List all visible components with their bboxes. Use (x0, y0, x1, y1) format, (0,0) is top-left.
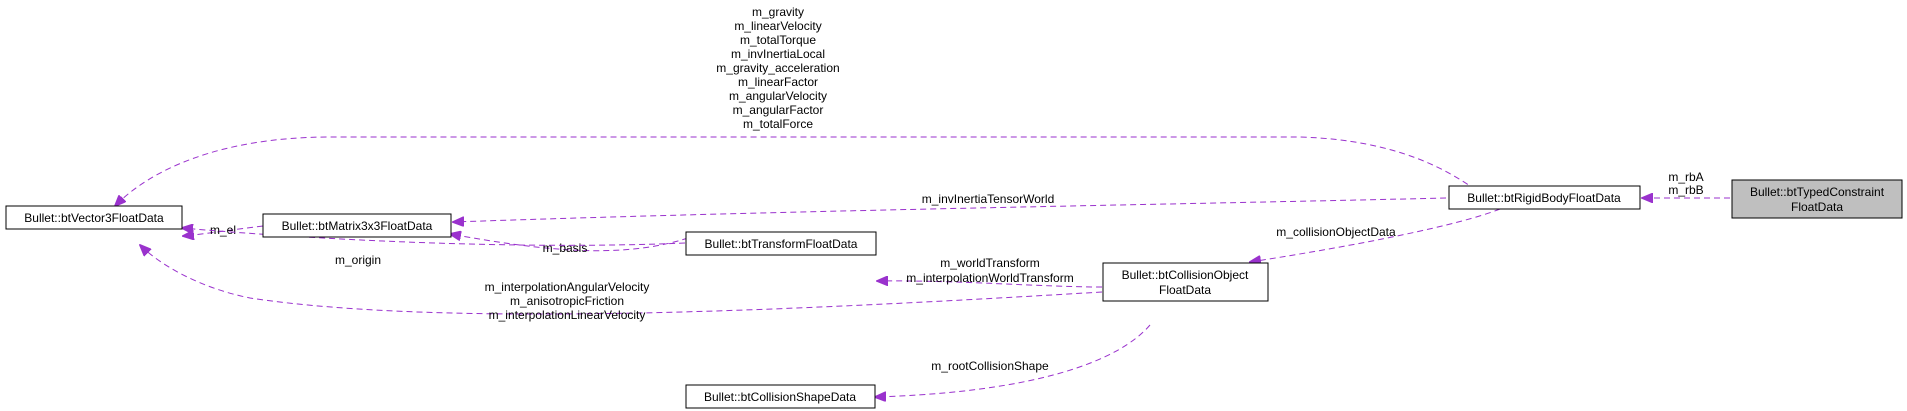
node-label-line2: FloatData (1159, 283, 1211, 297)
edge-rigid-to-vector3 (115, 136, 1477, 206)
edge-label-typed-rigid: m_rbA m_rbB (1668, 170, 1703, 197)
label-m-interpolationlinearvelocity: m_interpolationLinearVelocity (489, 308, 646, 322)
edge-transform-to-matrix3x3 (450, 234, 689, 252)
edge-collision-to-transform (877, 281, 1103, 288)
edge-matrix-to-vector3 (183, 225, 264, 236)
label-m-anisotropicfriction: m_anisotropicFriction (510, 294, 624, 308)
label-m-rbb: m_rbB (1668, 183, 1703, 197)
edge-label-rigid-vector3: m_gravity m_linearVelocity m_totalTorque… (716, 5, 839, 131)
label-m-worldtransform: m_worldTransform (940, 256, 1040, 270)
node-label: Bullet::btTransformFloatData (705, 237, 858, 251)
label-m-basis: m_basis (543, 241, 588, 255)
label-m-gravity-acceleration: m_gravity_acceleration (716, 61, 839, 75)
edge-rigid-to-collision (1250, 208, 1501, 262)
label-m-angularvelocity: m_angularVelocity (729, 89, 827, 103)
label-m-rba: m_rbA (1668, 170, 1703, 184)
node-btcollisionshapedata[interactable]: Bullet::btCollisionShapeData (685, 384, 876, 409)
node-bttransformfloatdata[interactable]: Bullet::btTransformFloatData (685, 231, 877, 256)
node-label-line2: FloatData (1791, 200, 1843, 214)
label-m-totalforce: m_totalForce (743, 117, 813, 131)
edge-collision-to-shape (875, 324, 1151, 397)
label-m-linearfactor: m_linearFactor (738, 75, 818, 89)
node-label: Bullet::btCollisionShapeData (704, 390, 856, 404)
label-m-invinertialocal: m_invInertiaLocal (731, 47, 825, 61)
label-m-linearvelocity: m_linearVelocity (734, 19, 821, 33)
node-btmatrix3x3floatdata[interactable]: Bullet::btMatrix3x3FloatData (262, 213, 452, 238)
label-m-collisionobjectdata: m_collisionObjectData (1276, 225, 1396, 239)
label-m-angularfactor: m_angularFactor (733, 103, 824, 117)
node-label: Bullet::btRigidBodyFloatData (1467, 191, 1621, 205)
label-m-interpolationworldtransform: m_interpolationWorldTransform (906, 271, 1073, 285)
label-m-rootcollisionshape: m_rootCollisionShape (931, 359, 1049, 373)
edge-collision-to-vector3 (140, 245, 1103, 315)
node-label: Bullet::btVector3FloatData (24, 211, 164, 225)
label-m-interpolationangularvelocity: m_interpolationAngularVelocity (485, 280, 650, 294)
label-m-gravity: m_gravity (752, 5, 804, 19)
node-btvector3floatdata[interactable]: Bullet::btVector3FloatData (5, 205, 183, 230)
node-btrigidbodyfloatdata[interactable]: Bullet::btRigidBodyFloatData (1448, 185, 1641, 210)
node-label-line1: Bullet::btCollisionObject (1122, 268, 1249, 282)
edge-label-collision-vector3: m_interpolationAngularVelocity m_anisotr… (485, 280, 650, 322)
node-label: Bullet::btMatrix3x3FloatData (282, 219, 433, 233)
label-m-invinertiatensorworld: m_invInertiaTensorWorld (922, 192, 1055, 206)
edge-transform-to-vector3 (182, 228, 686, 246)
node-bttypedconstraintfloatdata[interactable]: Bullet::btTypedConstraint FloatData (1731, 179, 1903, 219)
label-m-el: m_el (210, 223, 236, 237)
label-m-totaltorque: m_totalTorque (740, 33, 816, 47)
label-m-origin: m_origin (335, 253, 381, 267)
edge-label-collision-transform: m_worldTransform m_interpolationWorldTra… (906, 256, 1073, 285)
node-btcollisionobjectfloatdata[interactable]: Bullet::btCollisionObject FloatData (1102, 262, 1269, 302)
node-label-line1: Bullet::btTypedConstraint (1750, 185, 1885, 199)
